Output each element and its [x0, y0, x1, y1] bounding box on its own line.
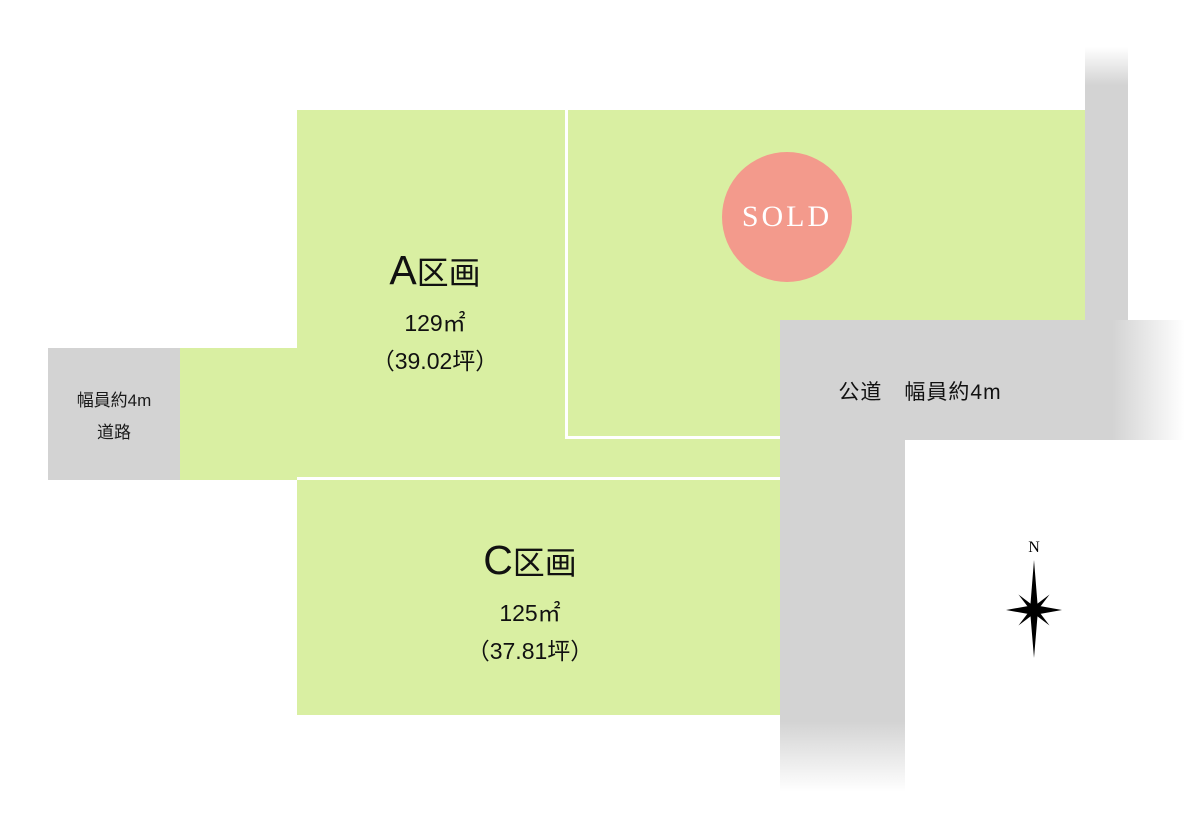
- plot-c-name: C区画: [467, 536, 594, 585]
- road-left-label-width: 幅員約4m: [76, 390, 152, 410]
- boundary-sold-bottom: [565, 436, 780, 439]
- road-left: 幅員約4m 道路: [48, 348, 180, 480]
- compass-rose-icon: N: [1006, 539, 1062, 658]
- plot-c-label: C区画 125㎡ （37.81坪）: [467, 536, 594, 666]
- plot-c-suffix: 区画: [512, 545, 577, 581]
- plot-a-area-tsubo: （39.02坪）: [371, 348, 499, 375]
- land-area-top: [297, 110, 1085, 320]
- sold-badge: SOLD: [722, 152, 852, 282]
- plot-a-name: A区画: [372, 246, 499, 295]
- compass-north-label: N: [1028, 539, 1040, 556]
- boundary-plot-a-sold: [565, 110, 568, 439]
- plot-a-suffix: 区画: [416, 255, 481, 291]
- road-left-label-road: 道路: [97, 422, 131, 442]
- plot-c-letter: C: [483, 537, 513, 583]
- plot-a-area-m2: 129㎡: [404, 310, 466, 337]
- plot-c-area-m2: 125㎡: [499, 600, 561, 627]
- public-road-north-strip: [1085, 47, 1128, 320]
- public-road-south-strip: [780, 440, 905, 792]
- land-area-main: [297, 320, 780, 715]
- land-access-corridor: [180, 348, 297, 480]
- public-road-label: 公道 幅員約4m: [838, 381, 1002, 404]
- public-road-band: [780, 320, 1185, 440]
- plot-c-area-tsubo: （37.81坪）: [466, 638, 594, 665]
- compass-center-dot: [1031, 607, 1037, 613]
- sold-label: SOLD: [741, 200, 833, 233]
- boundary-plot-c-top: [297, 477, 780, 480]
- plot-a-letter: A: [389, 247, 417, 293]
- plot-a-label: A区画 129㎡ （39.02坪）: [372, 246, 499, 376]
